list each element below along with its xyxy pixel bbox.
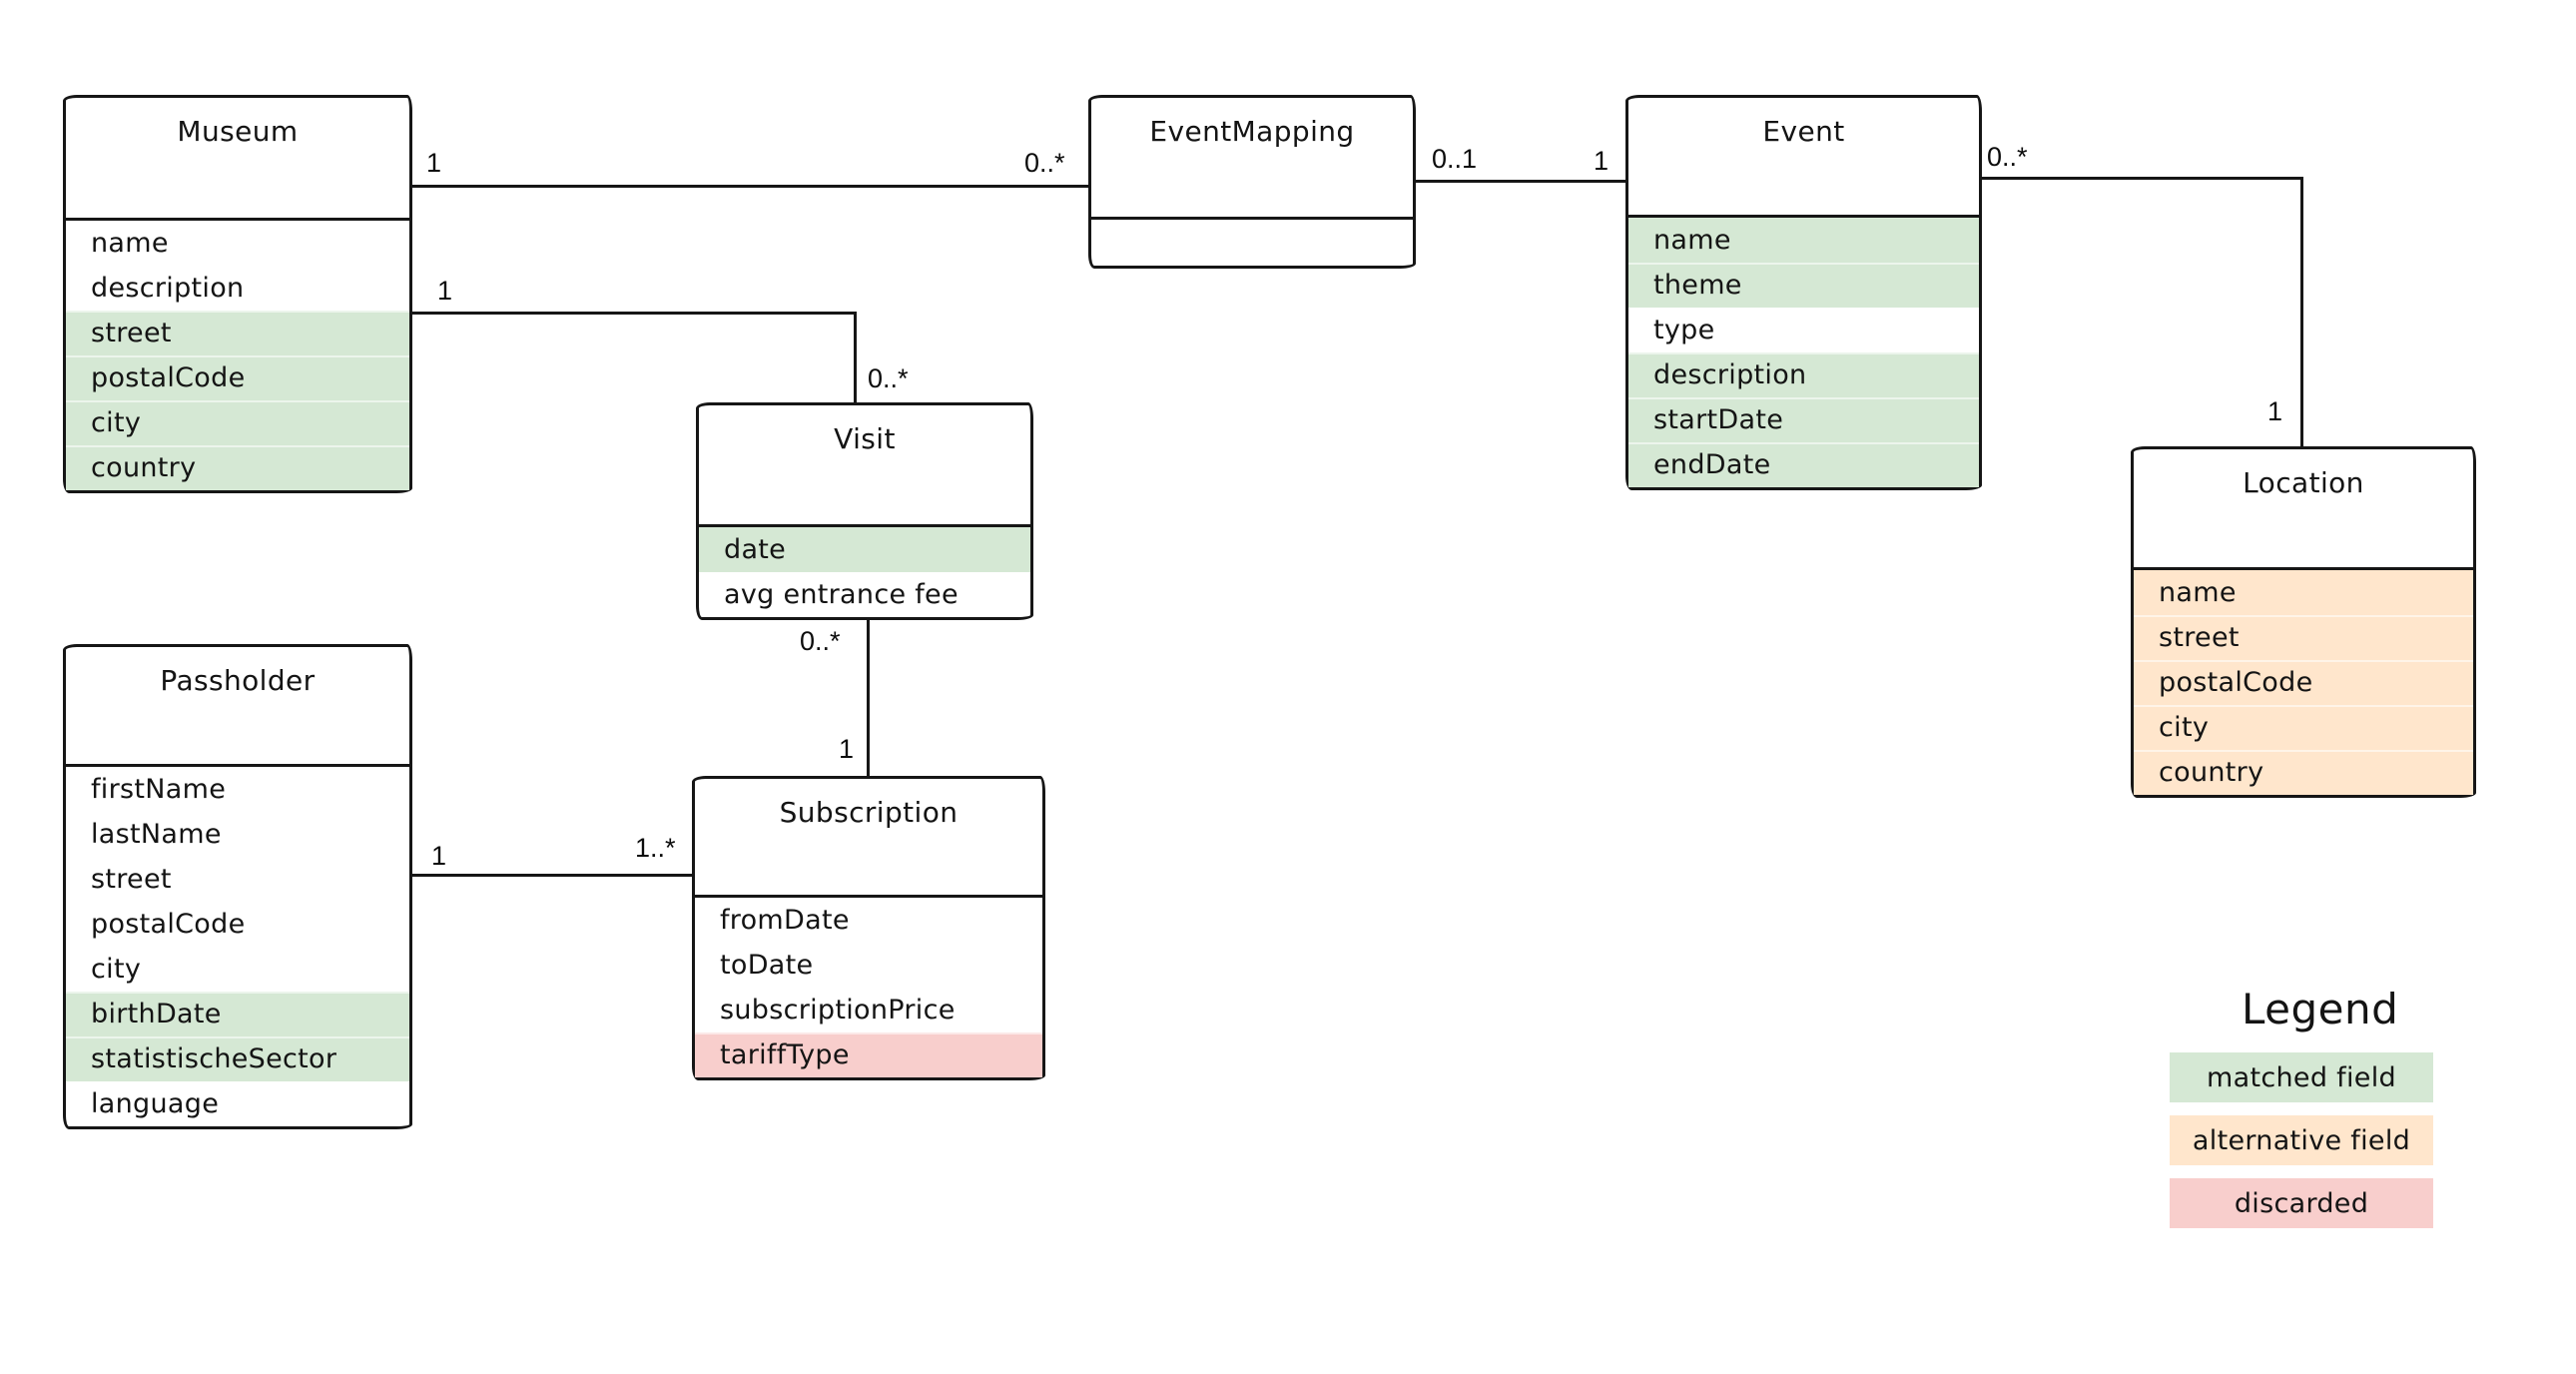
field-visit-avg-entrance-fee: avg entrance fee (699, 572, 1030, 617)
field-museum-postalCode: postalCode (66, 355, 409, 400)
entity-title-event-mapping: EventMapping (1091, 98, 1413, 220)
connector-museum-eventmapping (412, 185, 1090, 188)
legend-title: Legend (2242, 985, 2399, 1033)
field-subscription-toDate: toDate (695, 943, 1042, 988)
entity-fields-event-mapping (1091, 220, 1413, 266)
field-museum-city: city (66, 400, 409, 445)
field-passholder-birthDate: birthDate (66, 992, 409, 1036)
field-subscription-subscriptionPrice: subscriptionPrice (695, 988, 1042, 1032)
field-visit-date: date (699, 527, 1030, 572)
field-subscription-fromDate: fromDate (720, 905, 850, 936)
legend-item-discarded: discarded (2170, 1178, 2433, 1228)
field-event-type: type (1628, 308, 1979, 352)
multiplicity-pass-sub-1n: 1..* (635, 833, 676, 863)
multiplicity-event-loc-1: 1 (2267, 396, 2283, 426)
connector-event-location-h (1980, 177, 2303, 180)
field-event-startDate: startDate (1628, 397, 1979, 442)
field-event-name: name (1628, 218, 1979, 263)
field-event-description: description (1628, 352, 1979, 397)
field-passholder-lastName: lastName (66, 812, 409, 857)
field-passholder-firstName: firstName (91, 774, 227, 805)
field-location-postalCode: postalCode (2134, 660, 2473, 705)
multiplicity-museum-visit-0n: 0..* (868, 363, 909, 393)
entity-event-mapping: EventMapping (1088, 95, 1416, 269)
multiplicity-museum-em-0n: 0..* (1024, 148, 1065, 178)
entity-title-subscription: Subscription (695, 779, 1042, 898)
multiplicity-museum-visit-1: 1 (437, 276, 453, 306)
multiplicity-em-event-01: 0..1 (1432, 144, 1478, 174)
field-subscription-tariffType: tariffType (695, 1032, 1042, 1077)
field-location-country: country (2134, 750, 2473, 795)
field-passholder-city: city (66, 947, 409, 992)
legend-item-matched: matched field (2170, 1052, 2433, 1102)
field-passholder-street: street (66, 857, 409, 902)
field-event-theme: theme (1628, 263, 1979, 308)
field-passholder-postalCode: postalCode (66, 902, 409, 947)
connector-visit-subscription-v (867, 612, 870, 778)
entity-title-location: Location (2134, 449, 2473, 570)
field-event-endDate: endDate (1628, 442, 1979, 487)
legend-item-alternative: alternative field (2170, 1115, 2433, 1165)
field-museum-name: name (91, 228, 169, 259)
field-passholder-statistischeSector: statistischeSector (66, 1036, 409, 1081)
entity-title-visit: Visit (699, 405, 1030, 527)
entity-title-event: Event (1628, 98, 1979, 218)
field-location-street: street (2134, 615, 2473, 660)
multiplicity-pass-sub-1: 1 (431, 841, 447, 871)
multiplicity-visit-sub-0n: 0..* (800, 626, 841, 656)
field-museum-street: street (66, 311, 409, 355)
multiplicity-em-event-1: 1 (1594, 146, 1610, 176)
field-museum-country: country (66, 445, 409, 490)
entity-title-passholder: Passholder (66, 647, 409, 767)
multiplicity-visit-sub-1: 1 (839, 734, 855, 764)
field-location-city: city (2134, 705, 2473, 750)
connector-passholder-subscription (412, 874, 694, 877)
field-museum-description: description (66, 266, 409, 311)
multiplicity-museum-em-1: 1 (426, 148, 442, 178)
field-passholder-language: language (66, 1081, 409, 1126)
connector-event-location-v (2300, 177, 2303, 448)
connector-museum-visit-v (854, 312, 857, 404)
entity-title-museum: Museum (66, 98, 409, 221)
connector-eventmapping-event (1414, 180, 1627, 183)
multiplicity-event-loc-0n: 0..* (1987, 142, 2028, 172)
field-location-name: name (2134, 570, 2473, 615)
connector-museum-visit-h (412, 312, 857, 315)
